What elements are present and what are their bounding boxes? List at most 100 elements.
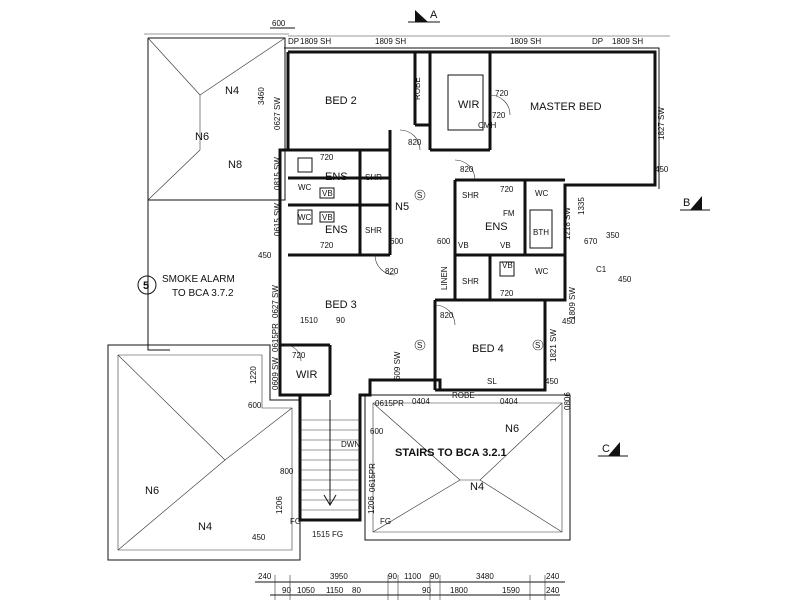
dim-fg2: FG [380,517,391,526]
dim-fg1: FG [290,517,301,526]
room-label-wir-lower: WIR [296,369,317,381]
dim-450-c: 450 [618,275,632,284]
room-label-fm: FM [503,209,515,218]
room-label-vb-left-1: VB [322,189,333,198]
door-swings [284,94,511,362]
room-label-vb-lower: VB [502,261,513,270]
smoke-alarm-number: 5 [143,280,149,292]
dim-top-1809-2: 1809 SH [375,37,406,46]
dim-bottom-90-3: 90 [282,586,291,595]
roof-outline-bottom-right [364,394,571,541]
dim-bottom-90-4: 90 [422,586,431,595]
room-label-shr-left-1: SHR [365,173,382,182]
room-label-ens-left-1: ENS [325,171,348,183]
dim-820-a: 820 [408,138,422,147]
room-label-n5: N5 [395,201,409,213]
dim-720-b: 720 [320,241,334,250]
dim-450-e: 450 [545,377,559,386]
dim-1220: 1220 [249,366,258,384]
stairs-note: STAIRS TO BCA 3.2.1 [395,447,507,459]
dim-bottom-240-right: 240 [546,572,560,581]
dim-820-c: 820 [385,267,399,276]
dim-350: 350 [606,231,620,240]
room-label-vb-left-2: VB [322,213,333,222]
dim-450-b: 450 [258,251,272,260]
dim-720-a: 720 [320,153,334,162]
dim-720-g: 720 [292,351,306,360]
dim-820-d: 820 [440,311,454,320]
dim-600-b: 600 [437,237,451,246]
section-label-b: B [683,197,690,209]
dim-450-d: 450 [562,317,576,326]
dim-top-dp2: DP [592,37,603,46]
roof-label-n6-bottom: N6 [145,485,159,497]
interior-walls [280,52,565,397]
dim-bottom-80: 80 [352,586,361,595]
dim-600-d: 600 [248,401,262,410]
roof-label-n4-bottom: N4 [198,521,212,533]
section-marker-c [598,442,628,457]
room-label-wc-master: WC [535,189,549,198]
room-label-sl: SL [487,377,497,386]
dim-bottom-1150: 1150 [326,586,344,595]
dim-720-c: 720 [495,89,509,98]
dim-1809sw-right: 1809 SW [568,287,577,320]
dim-top-1809-4: 1809 SH [612,37,643,46]
dim-1206-a: 1206 [275,496,284,514]
room-label-shr-lower: SHR [462,277,479,286]
dim-top-1809-3: 1809 SH [510,37,541,46]
dim-600-a: 600 [390,237,404,246]
dim-3460: 3460 [257,87,266,105]
room-label-vb-master-2: VB [500,241,511,250]
room-label-shr-left-2: SHR [365,226,382,235]
section-marker-b [680,196,710,211]
dim-1515fg: 1515 FG [312,530,343,539]
dim-bottom-90-1: 90 [388,572,397,581]
smoke-alarm-line1: SMOKE ALARM [162,274,235,285]
bottom-dimension-lines [255,575,565,600]
dim-1827sw: 1827 SW [657,107,666,140]
dim-bottom-1800: 1800 [450,586,468,595]
dim-0404-b: 0404 [500,397,518,406]
dim-bottom-1050: 1050 [297,586,315,595]
dim-bottom-240-right2: 240 [546,586,560,595]
room-label-master-bed: MASTER BED [530,101,602,113]
dim-top-600: 600 [272,19,286,28]
dim-720-e: 720 [500,185,514,194]
dim-0615pr-stair: 0615PR [375,399,404,408]
cmh-label: CMH [478,121,496,130]
roof-label-n6-top: N6 [195,131,209,143]
dim-450-f: 450 [252,533,266,542]
section-label-a: A [430,9,438,21]
dim-670: 670 [584,237,598,246]
dim-1335: 1335 [577,197,586,215]
room-label-linen: LINEN [440,266,449,290]
dim-0404-a: 0404 [412,397,430,406]
room-label-bed2: BED 2 [325,95,357,107]
fixtures [297,74,553,511]
smoke-alarm-line2: TO BCA 3.7.2 [172,288,234,299]
dim-450-a: 450 [655,165,669,174]
dim-top-1809-1: 1809 SH [300,37,331,46]
room-label-vb-master-1: VB [458,241,469,250]
dim-0615sw: 0615 SW [273,203,282,236]
dim-bottom-1590: 1590 [502,586,520,595]
dim-0627sw-mid: 0627 SW [271,285,280,318]
room-label-bed3: BED 3 [325,299,357,311]
room-label-ens-left-2: ENS [325,224,348,236]
top-dimension-lines [270,27,670,37]
room-label-ens-master: ENS [485,221,508,233]
c1-label: C1 [596,265,607,274]
dim-600-c: 600 [370,427,384,436]
room-label-shr-master: SHR [462,191,479,200]
room-label-wc-left-2: WC [298,213,312,222]
room-label-bed4: BED 4 [472,343,504,355]
dim-0615pr-low: 0615PR [368,463,377,492]
dim-0609sw: 0609 SW [271,357,280,390]
dim-720-f: 720 [500,289,514,298]
dim-0815sw-1: 0815 SW [273,157,282,190]
dim-bottom-3950: 3950 [330,572,348,581]
dim-bottom-90-2: 90 [430,572,439,581]
roof-label-n4-top: N4 [225,85,239,97]
